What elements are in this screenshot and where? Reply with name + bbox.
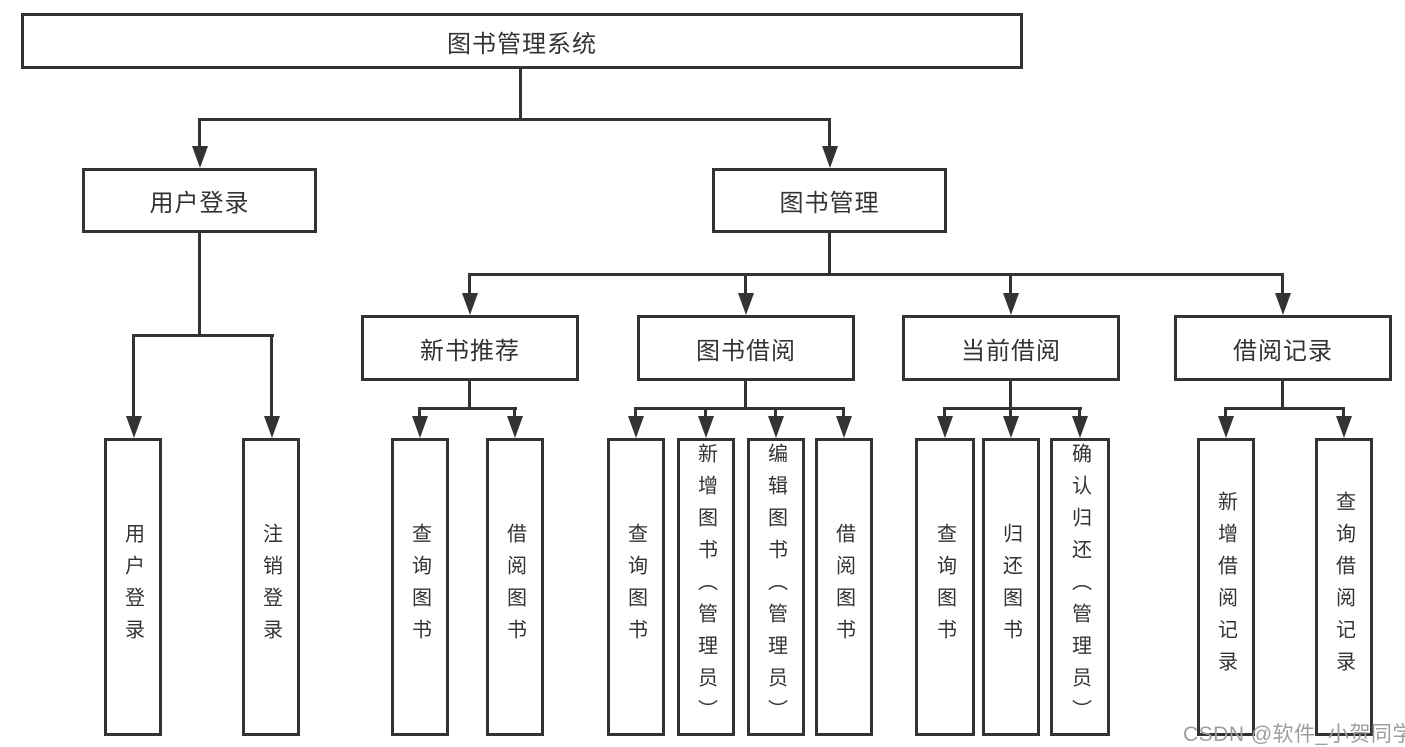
- leaf-confirm-return-admin: 确认归还（管理员）: [1050, 438, 1110, 736]
- connector-drop-leaf: [418, 407, 421, 417]
- connector-user-login-stem: [198, 233, 201, 334]
- arrowhead-icon: [628, 416, 644, 438]
- arrowhead-icon: [1218, 416, 1234, 438]
- connector-drop-borrow-records: [1281, 273, 1284, 295]
- connector-drop-book-borrow: [744, 273, 747, 295]
- arrowhead-icon: [1336, 416, 1352, 438]
- connector-drop-leaf: [943, 407, 946, 417]
- connector-drop-leaf: [1342, 407, 1345, 417]
- connector-book-mgmt-branch: [468, 273, 1284, 276]
- connector-drop-user-login: [198, 118, 201, 148]
- connector-borrow-records-branch: [1224, 407, 1345, 410]
- arrowhead-icon: [822, 146, 838, 168]
- node-root: 图书管理系统: [21, 13, 1023, 69]
- connector-book-borrow-stem: [744, 381, 747, 407]
- node-new-book-recommend: 新书推荐: [361, 315, 579, 381]
- connector-drop-leaf: [132, 334, 135, 416]
- leaf-return-books: 归还图书: [982, 438, 1040, 736]
- connector-drop-leaf: [513, 407, 516, 417]
- arrowhead-icon: [768, 416, 784, 438]
- connector-root-stem: [519, 68, 522, 118]
- connector-drop-leaf: [774, 407, 777, 417]
- arrowhead-icon: [738, 293, 754, 315]
- connector-drop-leaf: [270, 334, 273, 416]
- connector-drop-leaf: [842, 407, 845, 417]
- arrowhead-icon: [412, 416, 428, 438]
- connector-drop-leaf: [1009, 407, 1012, 417]
- arrowhead-icon: [192, 146, 208, 168]
- node-current-borrow: 当前借阅: [902, 315, 1120, 381]
- node-user-login: 用户登录: [82, 168, 317, 233]
- arrowhead-icon: [836, 416, 852, 438]
- connector-drop-leaf: [704, 407, 707, 417]
- arrowhead-icon: [1275, 293, 1291, 315]
- arrowhead-icon: [264, 416, 280, 438]
- leaf-query-borrow-record: 查询借阅记录: [1315, 438, 1373, 736]
- connector-book-borrow-branch: [634, 407, 845, 410]
- connector-user-login-branch: [132, 334, 274, 337]
- leaf-add-books-admin: 新增图书（管理员）: [677, 438, 735, 736]
- leaf-query-books-recommend: 查询图书: [391, 438, 449, 736]
- leaf-query-current: 查询图书: [915, 438, 975, 736]
- leaf-add-borrow-record: 新增借阅记录: [1197, 438, 1255, 736]
- csdn-watermark: CSDN @软件_小贺同学: [1183, 723, 1405, 746]
- arrowhead-icon: [698, 416, 714, 438]
- connector-borrow-records-stem: [1281, 381, 1284, 407]
- arrowhead-icon: [1003, 416, 1019, 438]
- arrowhead-icon: [937, 416, 953, 438]
- node-book-management: 图书管理: [712, 168, 947, 233]
- connector-new-books-stem: [468, 381, 471, 407]
- leaf-borrow-books-recommend: 借阅图书: [486, 438, 544, 736]
- leaf-logout: 注销登录: [242, 438, 300, 736]
- connector-drop-leaf: [1224, 407, 1227, 417]
- connector-drop-book-mgmt: [828, 118, 831, 148]
- connector-drop-current-borrow: [1009, 273, 1012, 295]
- connector-current-borrow-branch: [943, 407, 1082, 410]
- leaf-user-login: 用户登录: [104, 438, 162, 736]
- connector-current-borrow-stem: [1009, 381, 1012, 407]
- leaf-query-books: 查询图书: [607, 438, 665, 736]
- leaf-edit-books-admin: 编辑图书（管理员）: [747, 438, 805, 736]
- connector-book-mgmt-stem: [828, 233, 831, 273]
- node-borrow-records: 借阅记录: [1174, 315, 1392, 381]
- arrowhead-icon: [126, 416, 142, 438]
- connector-new-books-branch: [418, 407, 517, 410]
- arrowhead-icon: [507, 416, 523, 438]
- arrowhead-icon: [1003, 293, 1019, 315]
- arrowhead-icon: [1072, 416, 1088, 438]
- connector-drop-leaf: [634, 407, 637, 417]
- node-book-borrow: 图书借阅: [637, 315, 855, 381]
- leaf-borrow-books: 借阅图书: [815, 438, 873, 736]
- connector-root-branch: [198, 118, 831, 121]
- connector-drop-leaf: [1078, 407, 1081, 417]
- connector-drop-new-books: [468, 273, 471, 295]
- arrowhead-icon: [462, 293, 478, 315]
